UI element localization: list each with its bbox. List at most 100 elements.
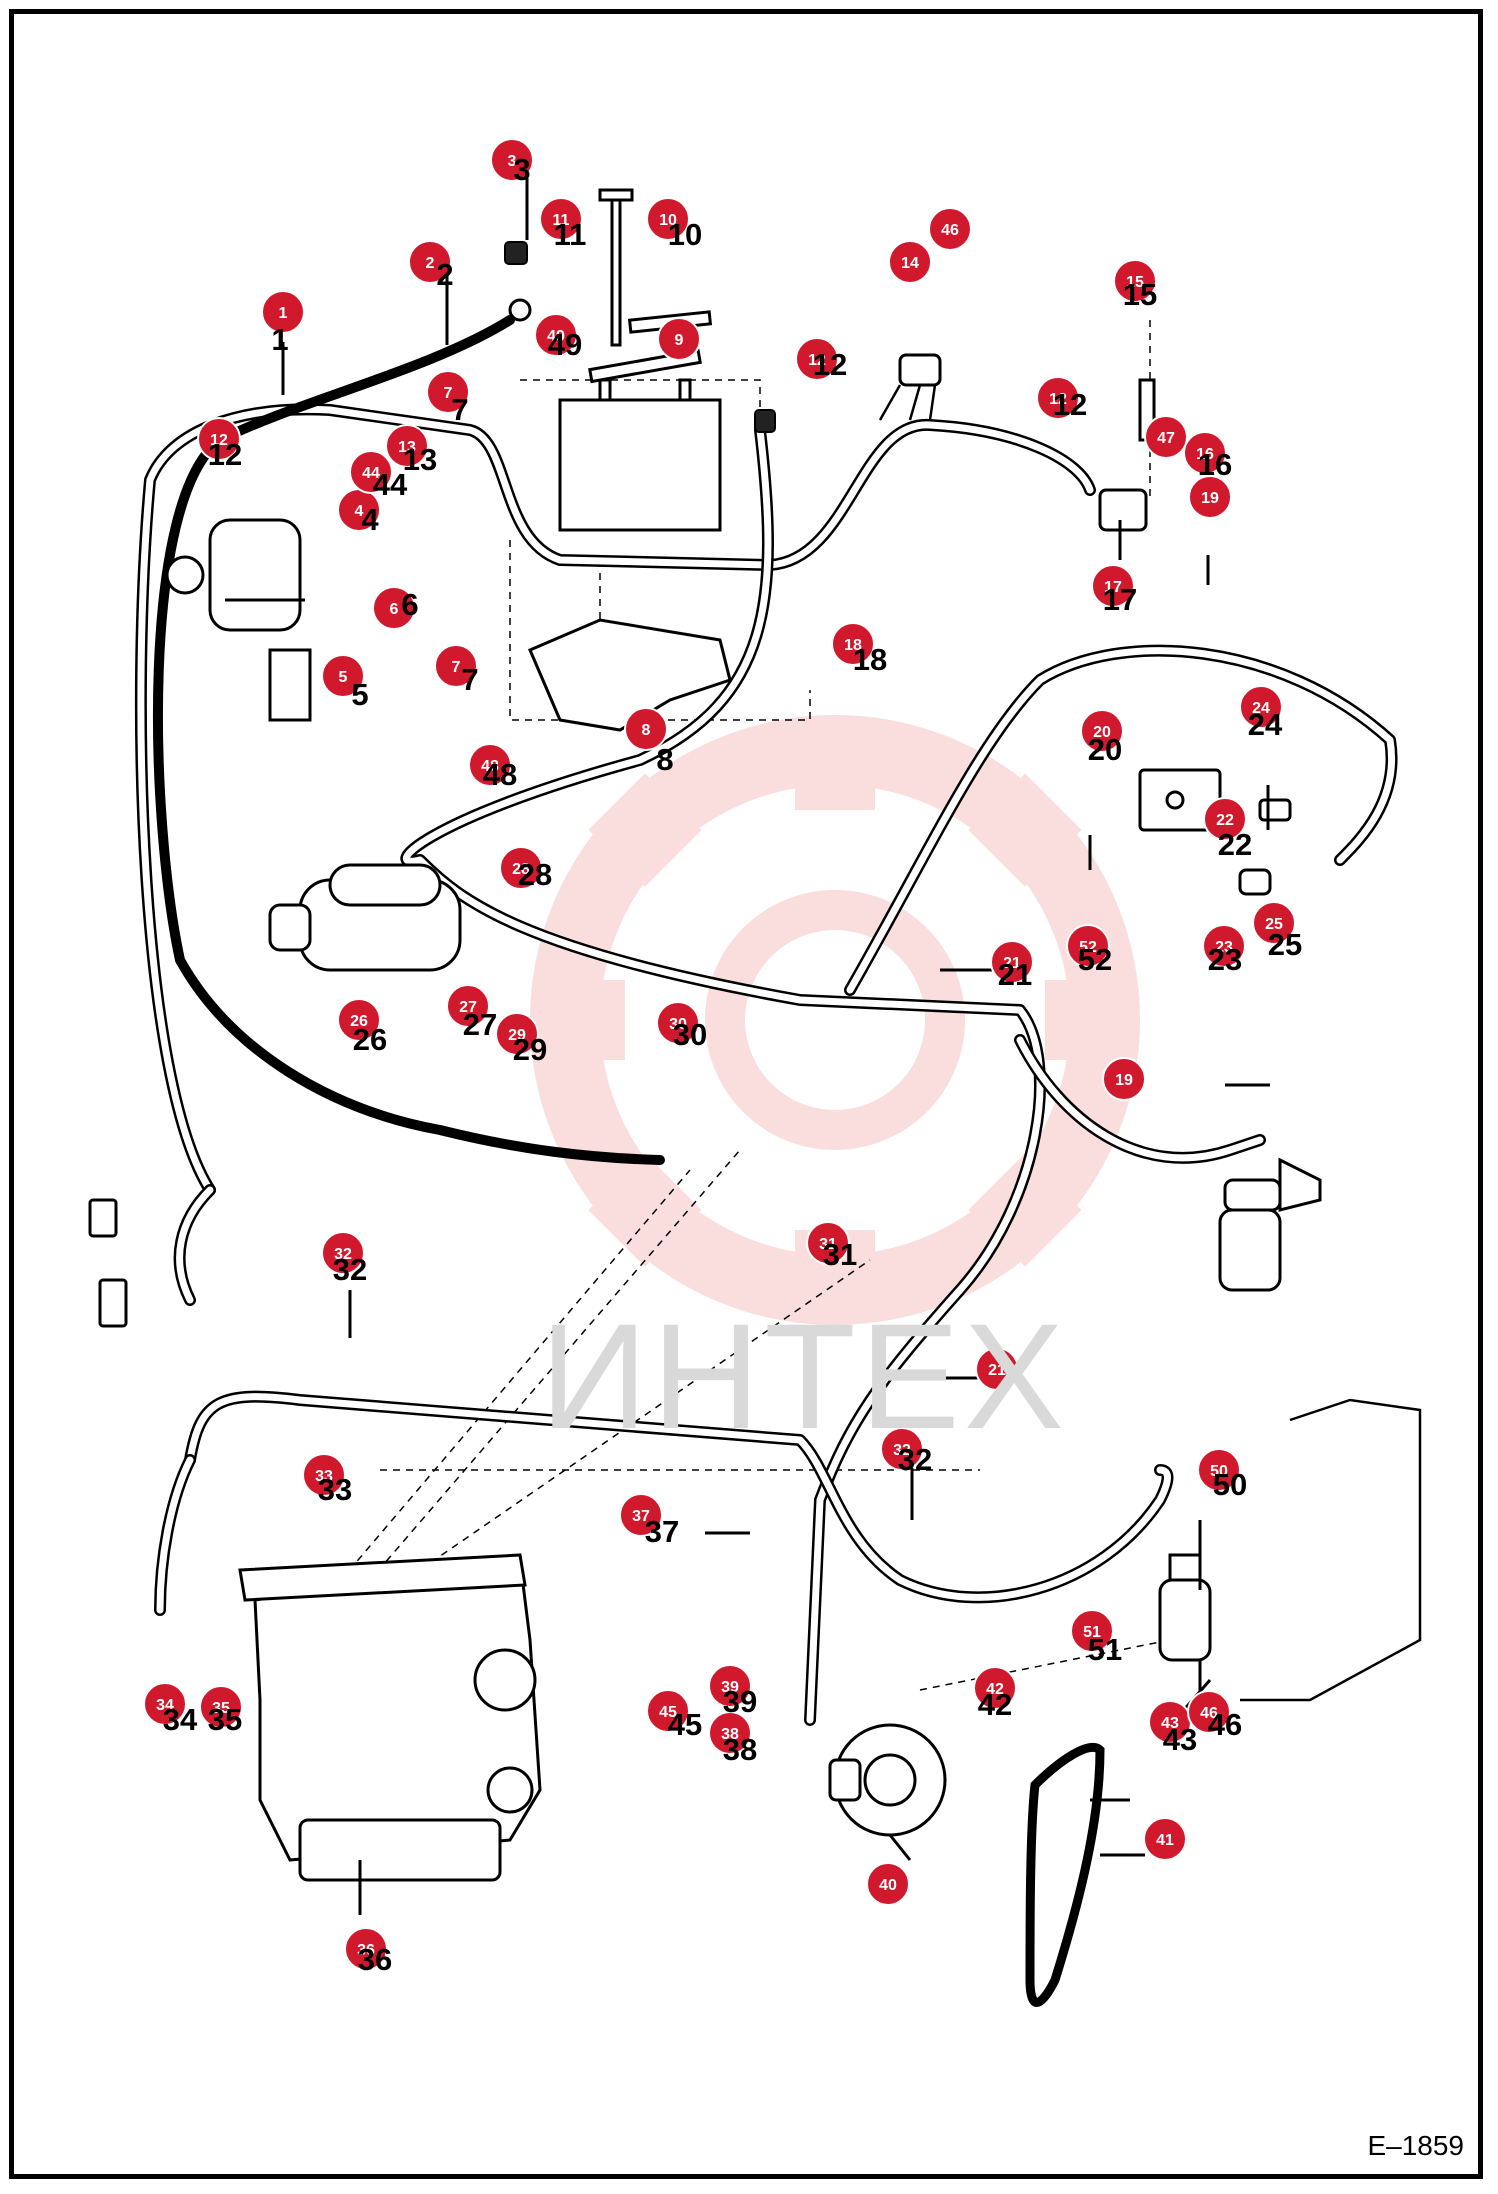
callout-label: 31 (819, 1236, 837, 1253)
diagram-frame (9, 9, 1483, 2179)
callout-12b: 12 (795, 337, 839, 381)
callout-badge-icon (1102, 1057, 1146, 1101)
callout-25: 25 (1252, 901, 1296, 945)
callout-label: 19 (1201, 490, 1219, 507)
callout-badge-icon (1252, 901, 1296, 945)
callout-label: 12 (210, 432, 228, 449)
callout-label: 52 (1079, 939, 1097, 956)
callout-badge-icon (426, 370, 470, 414)
callout-badge-icon (1197, 1448, 1241, 1492)
callout-15: 15 (1113, 259, 1157, 303)
callout-badge-icon (646, 197, 690, 241)
callout-badge-icon (349, 450, 393, 494)
part-number-13: 13 (403, 442, 437, 477)
callout-badge-icon (499, 846, 543, 890)
callout-label: 42 (986, 1681, 1004, 1698)
part-number-32b: 32 (898, 1442, 932, 1477)
callout-label: 21 (988, 1362, 1006, 1379)
callout-23: 23 (1202, 924, 1246, 968)
part-number-12a: 12 (208, 437, 242, 472)
callout-badges: 1234567789101112121213141516171819192021… (143, 138, 1296, 1971)
callout-9: 9 (657, 317, 701, 361)
callout-46a: 46 (928, 207, 972, 251)
callout-badge-icon (656, 1001, 700, 1045)
callout-badge-icon (261, 290, 305, 334)
callout-badge-icon (197, 417, 241, 461)
callout-badge-icon (302, 1453, 346, 1497)
callout-badge-icon (1080, 709, 1124, 753)
callout-label: 49 (547, 328, 565, 345)
callout-label: 32 (334, 1246, 352, 1263)
callout-label: 29 (508, 1027, 526, 1044)
callout-1: 1 (261, 290, 305, 334)
callout-label: 43 (1161, 1715, 1179, 1732)
part-number-36: 36 (358, 1942, 392, 1977)
callout-2: 2 (408, 240, 452, 284)
callout-badge-icon (619, 1493, 663, 1537)
callout-51: 51 (1070, 1609, 1114, 1653)
callout-badge-icon (539, 197, 583, 241)
callout-36: 36 (344, 1927, 388, 1971)
callout-label: 19 (1115, 1072, 1133, 1089)
callout-badge-icon (624, 707, 668, 751)
callout-badge-icon (143, 1682, 187, 1726)
main-harness (134, 403, 1398, 1726)
callout-label: 33 (315, 1468, 333, 1485)
callout-label: 11 (553, 212, 570, 229)
callout-52: 52 (1066, 924, 1110, 968)
callout-7b: 7 (434, 644, 478, 688)
callout-badge-icon (321, 1231, 365, 1275)
callout-24: 24 (1239, 685, 1283, 729)
callout-label: 40 (879, 1877, 897, 1894)
part-number-42: 42 (978, 1687, 1012, 1722)
callout-label: 14 (901, 255, 919, 272)
callout-39: 39 (708, 1664, 752, 1708)
callout-label: 9 (675, 332, 684, 349)
starter-motor (268, 863, 462, 972)
battery-terminal (508, 298, 532, 322)
callout-badge-icon (468, 743, 512, 787)
callout-label: 21 (1003, 955, 1021, 972)
callout-badge-icon (1091, 564, 1135, 608)
callout-31: 31 (806, 1221, 850, 1265)
part-number-34: 34 (163, 1702, 198, 1737)
callout-badge-icon (888, 240, 932, 284)
part-number-22: 22 (1218, 827, 1252, 862)
callout-27: 27 (446, 984, 490, 1028)
callout-35: 35 (199, 1685, 243, 1729)
callout-badge-icon (1066, 924, 1110, 968)
part-number-37: 37 (645, 1514, 679, 1549)
callout-29: 29 (495, 1012, 539, 1056)
part-number-7a: 7 (451, 392, 468, 427)
callout-badge-icon (490, 138, 534, 182)
part-number-32a: 32 (333, 1252, 367, 1287)
part-number-7b: 7 (461, 662, 478, 697)
callout-badge-icon (534, 313, 578, 357)
callout-badge-icon (1239, 685, 1283, 729)
callout-badge-icon (344, 1927, 388, 1971)
callout-label: 27 (459, 999, 477, 1016)
callout-12a: 12 (197, 417, 241, 461)
relay (878, 353, 942, 421)
part-number-6: 6 (401, 587, 418, 622)
callout-45: 45 (646, 1689, 690, 1733)
callout-46b: 46 (1187, 1690, 1231, 1734)
callout-badge-icon (337, 998, 381, 1042)
part-number-12b: 12 (813, 347, 847, 382)
part-number-51: 51 (1088, 1632, 1122, 1667)
callout-label: 17 (1104, 579, 1122, 596)
cable-clamp (754, 409, 776, 433)
callout-badge-icon (708, 1664, 752, 1708)
callout-19b: 19 (1102, 1057, 1146, 1101)
callout-33: 33 (302, 1453, 346, 1497)
callout-44: 44 (349, 450, 393, 494)
callout-16: 16 (1183, 431, 1227, 475)
callout-label: 3 (508, 153, 517, 170)
callout-14: 14 (888, 240, 932, 284)
alternator (828, 1723, 947, 1837)
callout-label: 12 (808, 352, 826, 369)
callout-label: 35 (212, 1700, 230, 1717)
part-number-4: 4 (361, 502, 379, 537)
callout-22: 22 (1203, 797, 1247, 841)
callout-label: 1 (279, 305, 288, 322)
